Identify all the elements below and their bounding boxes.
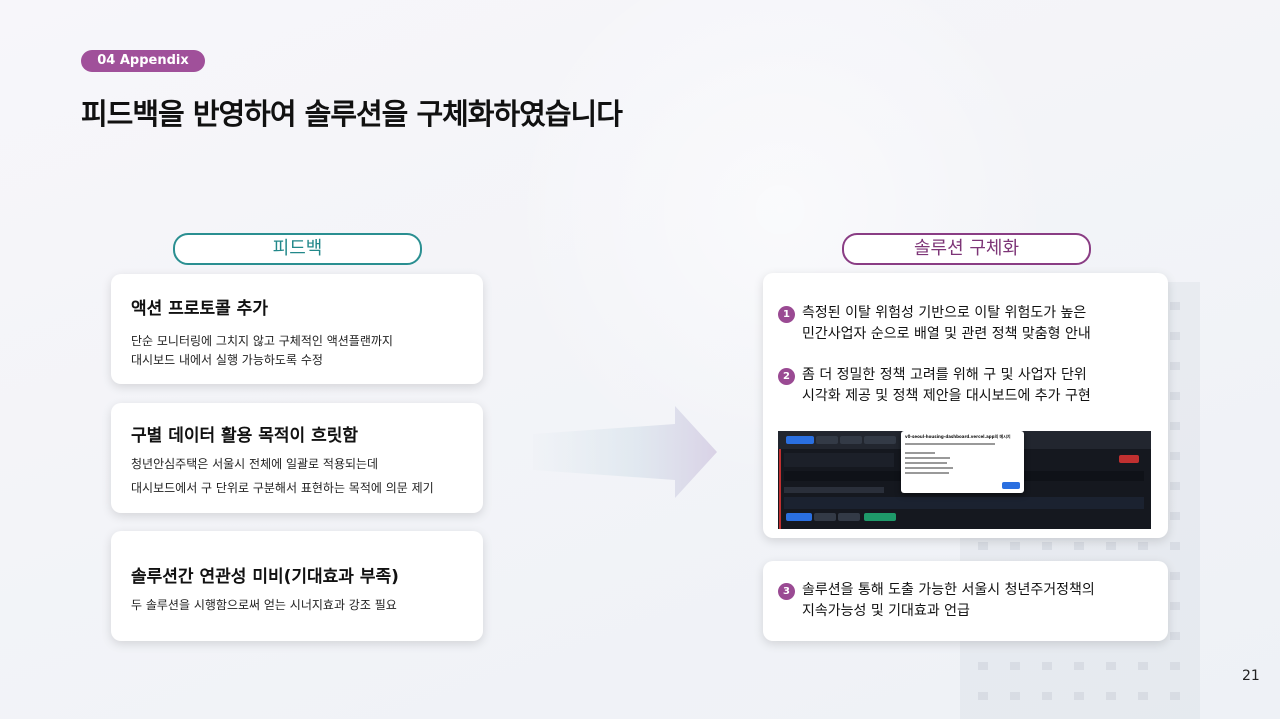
card-text: 청년안심주택은 서울시 전체에 일괄로 적용되는데 — [131, 457, 379, 471]
alert-line — [905, 467, 953, 469]
screenshot-button — [864, 513, 896, 521]
alert-line — [905, 443, 995, 445]
solution-item-3-line-2: 지속가능성 및 기대효과 언급 — [802, 603, 970, 619]
solution-header: 솔루션 구체화 — [842, 233, 1091, 265]
solution-item-1-line-1: 측정된 이탈 위험성 기반으로 이탈 위험도가 높은 — [802, 305, 1087, 321]
dashboard-screenshot: v0-seoul-housing-dashboard.vercel.app의 메… — [778, 431, 1151, 529]
building-window — [1042, 662, 1052, 670]
building-window — [1138, 692, 1148, 700]
alert-line — [905, 452, 935, 454]
card-title: 솔루션간 연관성 미비(기대효과 부족) — [131, 567, 399, 587]
card-title: 액션 프로토콜 추가 — [131, 299, 268, 319]
alert-line — [905, 472, 949, 474]
alert-line — [905, 457, 950, 459]
card-text: 대시보드 내에서 실행 가능하도록 수정 — [131, 353, 323, 367]
screenshot-alert-dialog: v0-seoul-housing-dashboard.vercel.app의 메… — [901, 431, 1024, 493]
solution-item-1-line-2: 민간사업자 순으로 배열 및 관련 정책 맞춤형 안내 — [802, 326, 1091, 342]
alert-title: v0-seoul-housing-dashboard.vercel.app의 메… — [905, 434, 1011, 439]
building-window — [1170, 542, 1180, 550]
arrow-icon — [533, 404, 717, 500]
screenshot-row — [784, 497, 1144, 509]
building-window — [1010, 542, 1020, 550]
page-title: 피드백을 반영하여 솔루션을 구체화하였습니다 — [81, 97, 623, 131]
screenshot-button — [814, 513, 836, 521]
feedback-header: 피드백 — [173, 233, 422, 265]
card-text: 대시보드에서 구 단위로 구분해서 표현하는 목적에 의문 제기 — [131, 481, 434, 495]
building-window — [1170, 362, 1180, 370]
building-window — [1138, 662, 1148, 670]
building-window — [1170, 452, 1180, 460]
building-window — [1010, 692, 1020, 700]
building-window — [1074, 542, 1084, 550]
card-title: 구별 데이터 활용 목적이 흐릿함 — [131, 426, 358, 446]
alert-line — [905, 462, 947, 464]
building-window — [1042, 542, 1052, 550]
screenshot-button — [786, 436, 814, 444]
building-window — [1074, 692, 1084, 700]
building-window — [1170, 602, 1180, 610]
number-badge-2: 2 — [778, 368, 795, 385]
building-window — [1170, 332, 1180, 340]
building-window — [1106, 542, 1116, 550]
screenshot-row — [784, 487, 884, 493]
building-window — [1170, 692, 1180, 700]
solution-item-3-line-1: 솔루션을 통해 도출 가능한 서울시 청년주거정책의 — [802, 582, 1095, 598]
building-window — [978, 662, 988, 670]
card-text: 단순 모니터링에 그치지 않고 구체적인 액션플랜까지 — [131, 334, 393, 348]
screenshot-badge — [1119, 455, 1139, 463]
screenshot-button — [864, 436, 896, 444]
building-window — [978, 692, 988, 700]
alert-ok-button — [1002, 482, 1020, 489]
building-window — [1170, 632, 1180, 640]
feedback-card-action-protocol: 액션 프로토콜 추가 단순 모니터링에 그치지 않고 구체적인 액션플랜까지 대… — [111, 274, 483, 384]
building-window — [1170, 482, 1180, 490]
building-window — [1106, 662, 1116, 670]
building-window — [1170, 302, 1180, 310]
feedback-card-solution-linkage: 솔루션간 연관성 미비(기대효과 부족) 두 솔루션을 시행함으로써 얻는 시너… — [111, 531, 483, 641]
building-window — [1074, 662, 1084, 670]
building-window — [1170, 422, 1180, 430]
solution-item-2-line-1: 좀 더 정밀한 정책 고려를 위해 구 및 사업자 단위 — [802, 367, 1087, 383]
building-window — [1010, 662, 1020, 670]
building-window — [1170, 662, 1180, 670]
screenshot-button — [838, 513, 860, 521]
section-label: 04 Appendix — [81, 50, 205, 72]
building-window — [1106, 692, 1116, 700]
feedback-card-district-data: 구별 데이터 활용 목적이 흐릿함 청년안심주택은 서울시 전체에 일괄로 적용… — [111, 403, 483, 513]
card-text: 두 솔루션을 시행함으로써 얻는 시너지효과 강조 필요 — [131, 598, 397, 612]
solution-item-2-line-2: 시각화 제공 및 정책 제안을 대시보드에 추가 구현 — [802, 388, 1091, 404]
number-badge-1: 1 — [778, 306, 795, 323]
building-window — [1170, 572, 1180, 580]
page-number: 21 — [1242, 668, 1260, 684]
building-window — [1042, 692, 1052, 700]
solution-card-expected-effect: 3 솔루션을 통해 도출 가능한 서울시 청년주거정책의 지속가능성 및 기대효… — [763, 561, 1168, 641]
building-window — [1170, 392, 1180, 400]
screenshot-row — [784, 453, 894, 467]
screenshot-button — [786, 513, 812, 521]
building-window — [978, 542, 988, 550]
solution-card-main: 1 측정된 이탈 위험성 기반으로 이탈 위험도가 높은 민간사업자 순으로 배… — [763, 273, 1168, 538]
screenshot-accent-line — [779, 449, 781, 529]
screenshot-button — [816, 436, 838, 444]
number-badge-3: 3 — [778, 583, 795, 600]
screenshot-button — [840, 436, 862, 444]
building-window — [1138, 542, 1148, 550]
building-window — [1170, 512, 1180, 520]
